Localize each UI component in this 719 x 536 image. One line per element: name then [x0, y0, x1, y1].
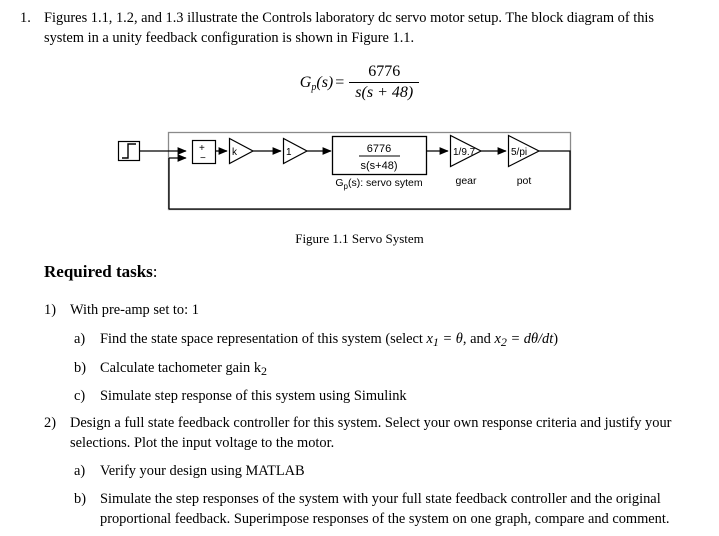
task-1b-gain-subscript: 2: [261, 364, 268, 378]
task-item-2b: b) Simulate the step responses of the sy…: [74, 489, 680, 530]
pre-amp-block: k: [228, 137, 255, 165]
plant-denominator-label: s(s+48): [361, 160, 398, 172]
pot-caption-label: pot: [517, 175, 532, 187]
equation-equals-sign: =: [335, 73, 345, 91]
task-item-1c: c) Simulate step response of this system…: [74, 386, 680, 406]
required-tasks-heading-colon: :: [152, 262, 158, 281]
pot-block: 5/pi: [507, 134, 541, 168]
task-1a-var2-subscript: 2: [500, 335, 507, 349]
pot-gain-label: 5/pi: [511, 147, 527, 158]
task-1b-marker: b): [74, 360, 86, 376]
plant-block: 6776 s(s+48): [331, 135, 428, 176]
equation-numerator: 6776: [368, 63, 401, 80]
task-1a-equals-1: =: [438, 331, 456, 347]
sum-block: + −: [191, 139, 217, 165]
equation-g-symbol: G: [299, 73, 312, 91]
gear-gain-label: 1/9.7: [453, 147, 476, 158]
equation-argument: (s): [316, 73, 334, 91]
step-input-block: [117, 140, 141, 162]
power-amp-gain-label: 1: [286, 147, 292, 158]
plant-transfer-function-equation: Gp(s)= 6776 s(s + 48): [0, 63, 719, 102]
intro-text: Figures 1.1, 1.2, and 1.3 illustrate the…: [44, 10, 655, 47]
task-1a-text: Find the state space representation of t…: [100, 331, 559, 349]
figure-caption: Figure 1.1 Servo System: [295, 231, 424, 246]
sum-plus-sign: +: [199, 143, 205, 154]
equation-g-subscript: p: [311, 81, 317, 93]
task-item-1a: a) Find the state space representation o…: [74, 329, 680, 349]
task-1a-var1: x: [426, 331, 433, 347]
task-item-2a: a) Verify your design using MATLAB: [74, 461, 680, 481]
servo-system-block-diagram: + − k 1 6776 s(s+48) Gp(s): servo sytem: [0, 128, 719, 224]
task-2b-text: Simulate the step responses of the syste…: [100, 491, 670, 528]
task-1b-lead-text: Calculate tachometer gain k: [100, 360, 262, 376]
task-1a-derivative-expression: dθ/dt: [523, 331, 554, 347]
task-2-marker: 2): [44, 415, 56, 431]
required-tasks-heading-text: Required tasks: [44, 262, 153, 281]
task-1a-marker: a): [74, 331, 86, 347]
task-2-text: Design a full state feedback controller …: [70, 415, 672, 452]
task-1-text: With pre-amp set to: 1: [70, 302, 199, 318]
task-1a-lead-text: Find the state space representation of t…: [100, 331, 427, 347]
pre-amp-gain-label: k: [232, 147, 238, 158]
gear-caption-label: gear: [455, 175, 477, 187]
task-2b-marker: b): [74, 491, 86, 507]
equation-denominator: s(s + 48): [349, 82, 420, 102]
gear-block: 1/9.7: [449, 134, 483, 168]
equation-fraction: 6776 s(s + 48): [349, 63, 420, 102]
task-2a-text: Verify your design using MATLAB: [100, 463, 305, 479]
task-1c-text: Simulate step response of this system us…: [100, 388, 407, 404]
task-1a-trailing-text: ): [553, 331, 559, 347]
intro-list-number: 1.: [20, 10, 31, 26]
task-1a-equals-2: =: [506, 331, 524, 347]
task-2a-marker: a): [74, 463, 86, 479]
task-item-2: 2) Design a full state feedback controll…: [44, 413, 680, 454]
task-1b-text: Calculate tachometer gain k2: [100, 360, 268, 378]
task-1a-var1-subscript: 1: [432, 335, 439, 349]
task-1a-theta: θ: [455, 331, 463, 347]
task-1a-var2: x: [494, 331, 501, 347]
task-1-marker: 1): [44, 302, 56, 318]
task-item-1b: b) Calculate tachometer gain k2: [74, 358, 680, 378]
task-item-1: 1) With pre-amp set to: 1: [44, 300, 670, 320]
task-1a-middle-text: , and: [462, 331, 495, 347]
required-tasks-heading: Required tasks:: [44, 262, 158, 282]
intro-paragraph: 1. Figures 1.1, 1.2, and 1.3 illustrate …: [20, 8, 689, 49]
task-1c-marker: c): [74, 388, 86, 404]
wire-feedback-path: [169, 150, 571, 210]
equation-left-hand-side: Gp(s): [299, 73, 334, 93]
plant-caption-label: Gp(s): servo sytem: [335, 177, 423, 191]
power-amp-block: 1: [282, 137, 309, 165]
plant-numerator-label: 6776: [367, 143, 391, 155]
sum-minus-sign: −: [200, 153, 206, 164]
